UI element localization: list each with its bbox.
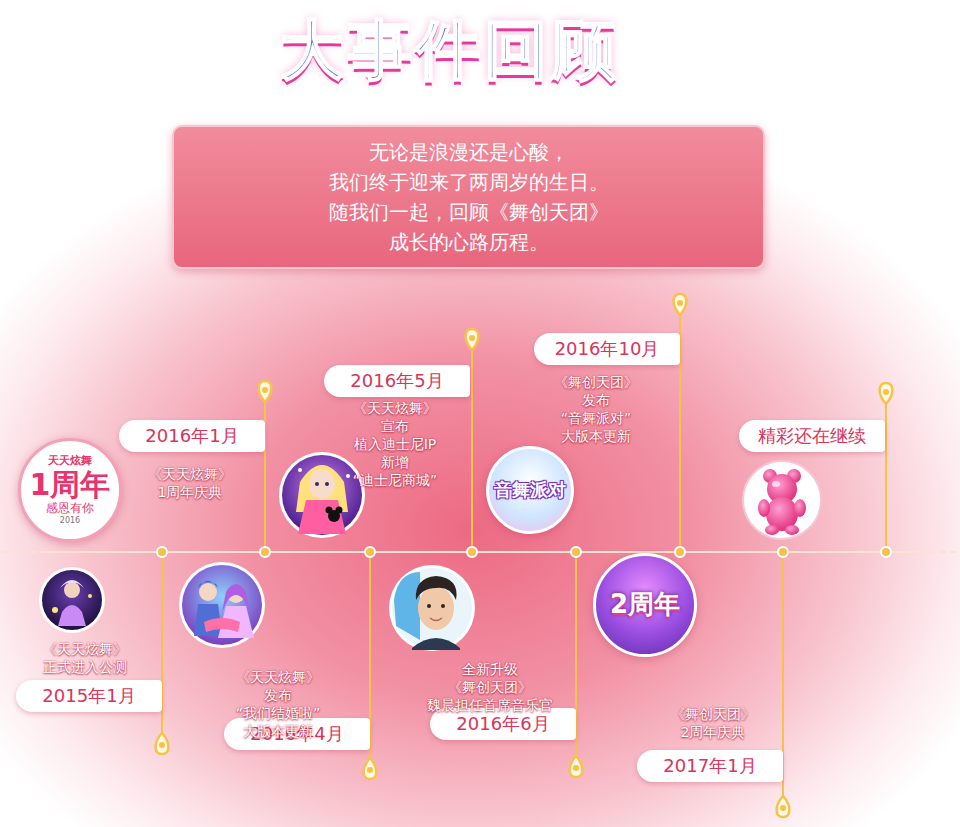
gummy-bear-picture xyxy=(743,461,821,539)
portrait-picture xyxy=(389,565,475,651)
event-description: 《天天炫舞》 1周年庆典 xyxy=(148,465,232,501)
timeline-axis-end xyxy=(920,551,960,553)
game-picture xyxy=(39,567,105,633)
timeline-axis-end xyxy=(0,551,40,553)
date-text: 2016年10月 xyxy=(534,333,680,365)
event-description: 《舞创天团》 2周年庆典 xyxy=(671,705,755,741)
badge-text: 1周年 xyxy=(30,468,111,503)
intro-text: 无论是浪漫还是心酸，我们终于迎来了两周岁的生日。 随我们一起，回顾《舞创天团》成… xyxy=(329,137,609,257)
date-tag: 2016年1月 xyxy=(119,420,265,452)
date-tag: 精彩还在继续 xyxy=(739,420,885,452)
date-text: 2016年5月 xyxy=(324,365,470,397)
event-description: 《舞创天团》发布 “音舞派对”大版本更新 xyxy=(554,373,638,445)
pin-heads xyxy=(156,294,893,817)
date-text: 2017年1月 xyxy=(637,750,783,782)
intro-box: 无论是浪漫还是心酸，我们终于迎来了两周岁的生日。 随我们一起，回顾《舞创天团》成… xyxy=(172,125,765,269)
party-badge: 音舞派对 xyxy=(486,446,574,534)
badge-text: 感恩有你 xyxy=(46,502,94,516)
date-tag: 2017年1月 xyxy=(637,750,783,782)
event-description: 全新升级《舞创天团》 魏晨担任首席音乐官 xyxy=(427,660,553,714)
date-text: 2015年1月 xyxy=(16,680,162,712)
pin-stems xyxy=(162,315,886,796)
date-text: 2016年1月 xyxy=(119,420,265,452)
timeline-dots xyxy=(157,547,891,557)
doll-picture xyxy=(279,452,365,538)
event-description: 《天天炫舞》发布 “我们结婚啦”大版本更新 xyxy=(236,668,321,740)
badge-text: 天天炫舞 xyxy=(48,455,92,468)
page-title: 大事件回顾 xyxy=(0,10,900,90)
wedding-picture xyxy=(179,562,265,648)
date-tag: 2015年1月 xyxy=(16,680,162,712)
anniversary-badge: 天天炫舞1周年感恩有你2016 xyxy=(18,438,122,542)
date-text: 精彩还在继续 xyxy=(739,420,885,452)
badge-text: 2016 xyxy=(60,516,80,525)
badge-text: 2周年 xyxy=(610,590,680,620)
anniversary-badge: 2周年 xyxy=(593,553,697,657)
badge-text: 音舞派对 xyxy=(494,480,566,501)
date-tag: 2016年5月 xyxy=(324,365,470,397)
date-tag: 2016年10月 xyxy=(534,333,680,365)
event-description: 《天天炫舞》宣布 植入迪士尼IP 新增“迪士尼商城” xyxy=(353,399,438,489)
event-description: 《天天炫舞》 正式进入公测 xyxy=(43,640,127,676)
